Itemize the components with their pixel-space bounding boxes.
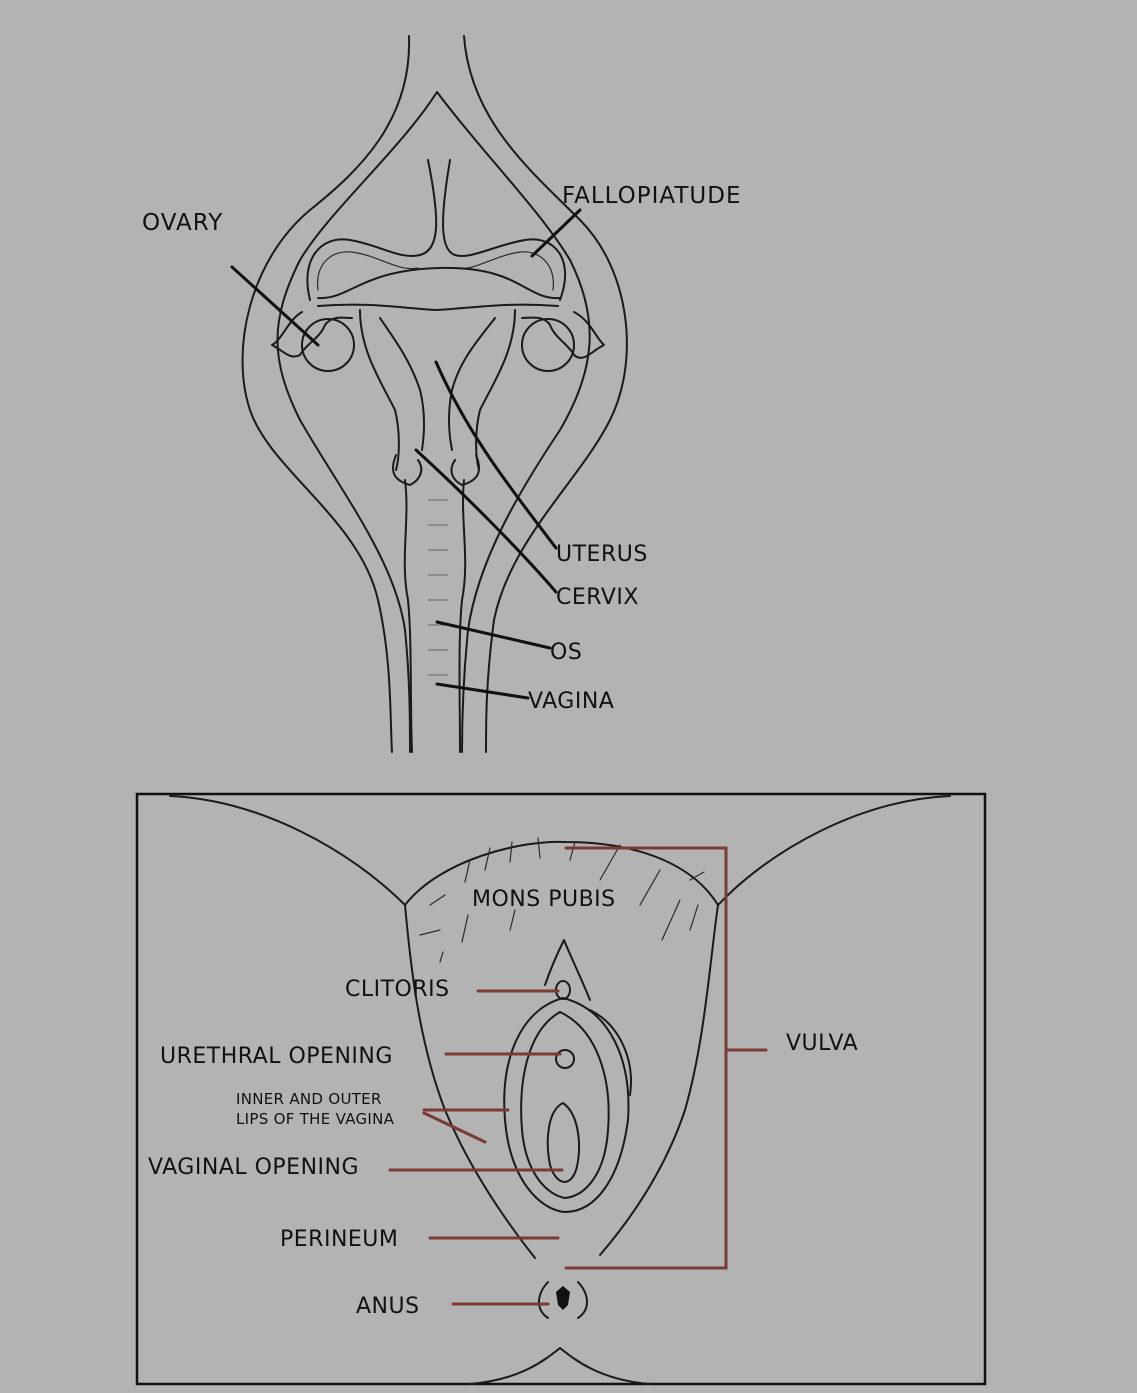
label-ovary: OVARY <box>142 210 223 236</box>
internal-reproductive-diagram: OVARY FALLOPIATUDE UTERUS CERVIX OS VAGI… <box>142 35 742 753</box>
leader-vagina <box>435 682 530 700</box>
uterus-fundus <box>317 266 561 300</box>
fimbriae-right <box>521 311 605 359</box>
outer-labia-fold-right <box>589 1009 632 1096</box>
external-vulva-diagram: MONS PUBIS CLITORIS URETHRAL OPENING INN… <box>135 792 987 1386</box>
outer-labia <box>503 997 630 1213</box>
body-side-left <box>404 904 536 1259</box>
cervix-right <box>450 454 480 486</box>
pubic-hair <box>419 837 705 963</box>
ovary-right <box>521 318 575 372</box>
cervix-left <box>392 454 423 486</box>
cavity-inner-right <box>436 91 591 753</box>
vaginal-opening <box>546 1102 581 1183</box>
body-outline-right <box>463 35 628 753</box>
uterus-cavity-left <box>379 317 426 451</box>
uterus-wall-right <box>475 309 516 471</box>
label-anus: ANUS <box>356 1294 420 1319</box>
vaginal-rugae <box>428 499 448 676</box>
label-lips-line2: LIPS OF THE VAGINA <box>236 1110 395 1128</box>
fallopian-tube-left <box>306 159 438 301</box>
label-vulva: VULVA <box>786 1031 858 1056</box>
leader-cervix <box>414 448 558 594</box>
leader-ovary <box>230 265 320 347</box>
fallopian-upper-right <box>454 251 554 291</box>
vulva-bracket <box>564 846 728 1270</box>
vaginal-wall-right <box>458 479 467 753</box>
ovary-left <box>301 318 355 372</box>
fallopian-tube-right <box>442 159 566 301</box>
label-mons-pubis: MONS PUBIS <box>472 887 616 912</box>
uterus-wall-left <box>359 309 400 471</box>
label-perineum: PERINEUM <box>280 1227 398 1252</box>
anus-mark <box>556 1286 570 1310</box>
leader-uterus <box>434 360 558 550</box>
leader-os <box>435 620 552 650</box>
label-fallopian: FALLOPIATUDE <box>562 183 742 209</box>
label-uterus: UTERUS <box>556 542 648 567</box>
anus-left-bracket <box>538 1281 549 1319</box>
thigh-left <box>169 795 406 906</box>
vaginal-wall-left <box>403 479 413 753</box>
label-cervix: CERVIX <box>556 585 639 610</box>
label-os: OS <box>550 640 582 665</box>
buttock-curve <box>469 1347 651 1385</box>
diagram-frame <box>135 792 987 1386</box>
clitoral-hood <box>544 939 591 1001</box>
mons-pubis-outline <box>404 840 719 906</box>
body-side-right <box>599 904 719 1256</box>
body-outline-left <box>241 35 411 753</box>
label-lips-line1: INNER AND OUTER <box>236 1090 382 1108</box>
uterus-roof <box>317 303 559 311</box>
cavity-inner-left <box>276 91 438 753</box>
leader-fallopian <box>530 208 582 258</box>
leader-lips-inner <box>422 1111 487 1144</box>
label-urethral-opening: URETHRAL OPENING <box>160 1044 393 1069</box>
uterus-cavity-right <box>448 317 496 451</box>
anus-right-bracket <box>577 1281 588 1319</box>
fallopian-upper-left <box>317 251 419 291</box>
label-clitoris: CLITORIS <box>345 977 450 1002</box>
inner-labia <box>520 1011 610 1199</box>
label-vagina: VAGINA <box>528 689 614 714</box>
label-vaginal-opening: VAGINAL OPENING <box>148 1155 359 1180</box>
fimbriae-left <box>271 311 353 358</box>
thigh-right <box>717 795 951 906</box>
urethral-opening <box>555 1049 575 1069</box>
